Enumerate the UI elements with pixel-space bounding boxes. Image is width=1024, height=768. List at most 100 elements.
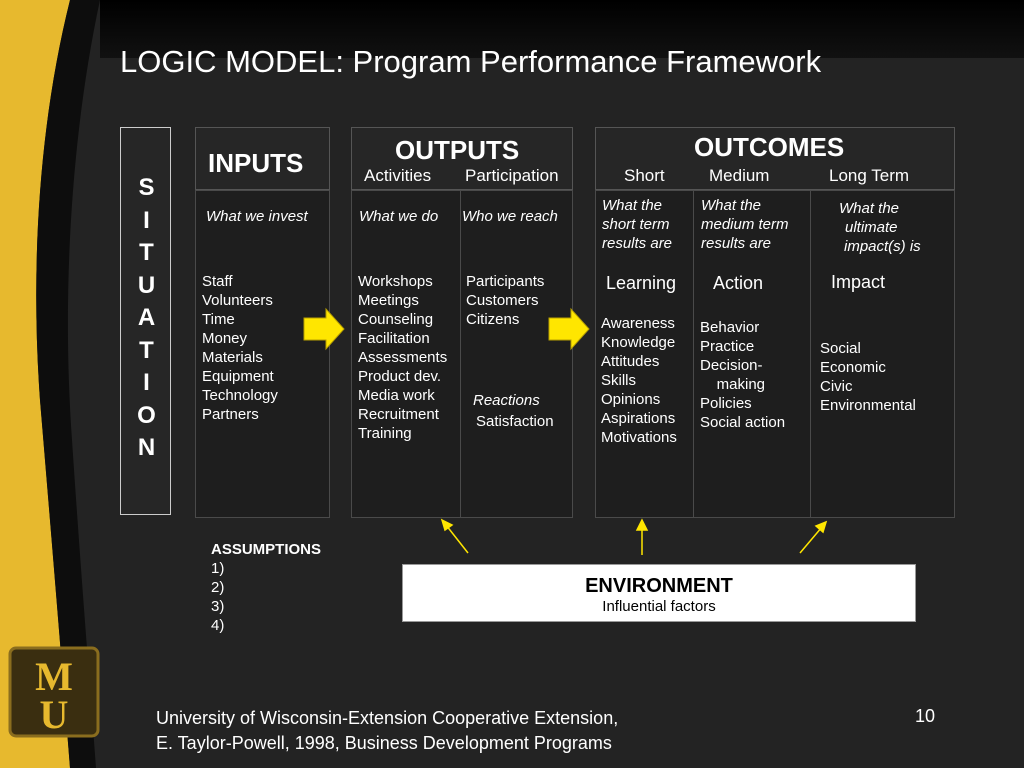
list-item: Media work [358,387,435,404]
list-item: making [700,376,766,393]
environment-title: ENVIRONMENT [585,575,733,597]
assumptions-block: ASSUMPTIONS 1)2)3)4) [211,540,321,635]
situation-letter: U [137,271,156,299]
reactions-label: Reactions [473,392,540,409]
svg-text:U: U [40,692,69,737]
outcomes-divider-1 [693,190,694,518]
arrow-right-icon [548,307,590,351]
inputs-column [195,190,330,518]
list-item: Economic [820,359,886,376]
participation-label: Participation [465,166,559,185]
short-description: What the short term results are [602,196,672,253]
list-item: Social action [700,414,786,431]
list-item: Recruitment [358,406,439,423]
short-label: Short [624,166,665,185]
outcomes-header: OUTCOMES Short Medium Long Term [595,127,955,190]
short-description-line: results are [602,235,673,252]
reactions-item: Satisfaction [476,413,554,430]
list-item: Knowledge [601,334,676,351]
list-item: Practice [700,338,755,355]
long-description-line: ultimate [845,219,898,236]
outcomes-column [595,190,955,518]
footer-citation: University of Wisconsin-Extension Cooper… [156,706,618,756]
list-item: 3) [211,598,225,615]
long-description: What the ultimate impact(s) is [839,199,921,256]
list-item: Decision- [700,357,763,374]
arrow-up-left-icon [440,518,454,532]
footer-line-2: E. Taylor-Powell, 1998, Business Develop… [156,733,612,753]
list-item: Attitudes [601,353,660,370]
outputs-heading: OUTPUTS [395,135,520,165]
list-item: Participants [466,273,545,290]
medium-description-line: What the [701,197,762,214]
list-item: Awareness [601,315,675,332]
list-item: Counseling [358,311,434,328]
list-item: Citizens [466,311,520,328]
long-description-line: What the [839,200,900,217]
short-description-line: What the [602,197,663,214]
inputs-description: What we invest [206,208,308,225]
footer-line-1: University of Wisconsin-Extension Cooper… [156,708,619,728]
list-item: Money [202,330,248,347]
svg-text:M: M [35,654,73,699]
list-item: Social [820,340,861,357]
list-item: Motivations [601,429,677,446]
environment-box: ENVIRONMENT Influential factors [402,564,916,622]
list-item: Product dev. [358,368,442,385]
outcomes-heading: OUTCOMES [694,132,845,162]
list-item: 4) [211,617,225,634]
action-heading: Action [713,273,764,293]
outputs-header: OUTPUTS Activities Participation [351,127,573,190]
learning-heading: Learning [606,273,677,293]
list-item: 2) [211,579,225,596]
medium-description-line: medium term [701,216,789,233]
medium-label: Medium [709,166,770,185]
list-item: Assessments [358,349,448,366]
list-item: Staff [202,273,233,290]
activities-description: What we do [359,208,439,225]
situation-letter: N [137,434,156,461]
situation-letter: T [139,239,154,266]
list-item: Volunteers [202,292,273,309]
medium-description-line: results are [701,235,772,252]
arrow-up-right-icon [814,520,828,534]
outcomes-divider-2 [810,190,811,518]
list-item: Meetings [358,292,419,309]
environment-subtitle: Influential factors [602,598,716,615]
assumptions-list: 1)2)3)4) [211,559,321,635]
situation-letter: I [143,369,150,396]
list-item: Behavior [700,319,760,336]
list-item: Time [202,311,235,328]
outputs-divider [460,190,461,518]
list-item: Civic [820,378,853,395]
medium-description: What the medium term results are [701,196,789,253]
list-item: Training [358,425,412,442]
inputs-heading: INPUTS [208,148,304,178]
situation-letter: I [143,206,150,234]
mu-logo: M U [8,646,100,738]
situation-letter: T [139,336,154,364]
inputs-header: INPUTS [195,127,330,190]
environment-arrows [440,518,828,555]
list-item: Facilitation [358,330,430,347]
situation-letter: A [137,304,156,331]
list-item: Technology [202,387,278,404]
list-item: Environmental [820,397,916,414]
list-item: Policies [700,395,752,412]
activities-label: Activities [364,166,432,185]
list-item: Customers [466,292,539,309]
impact-heading: Impact [831,272,886,292]
long-term-label: Long Term [829,166,910,185]
long-description-line: impact(s) is [844,238,921,255]
list-item: Skills [601,372,637,389]
short-description-line: short term [602,216,670,233]
list-item: Partners [202,406,259,423]
list-item: Opinions [601,391,661,408]
